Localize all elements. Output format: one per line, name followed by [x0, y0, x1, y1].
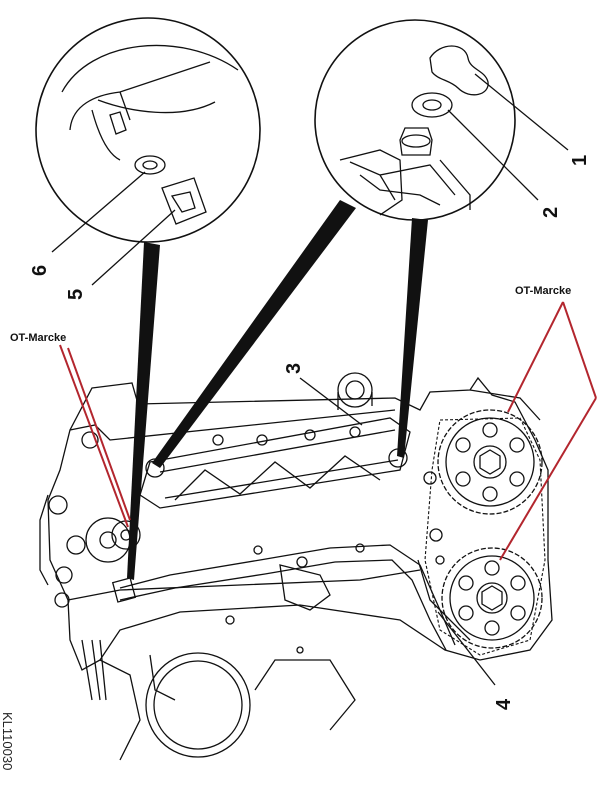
tdc-markers: [59, 301, 597, 561]
callout-1: 1: [569, 155, 591, 166]
detail-circle-left: [35, 17, 261, 243]
callout-6: 6: [29, 265, 51, 276]
detail-leader-wedges: [127, 200, 428, 580]
callout-2: 2: [540, 207, 562, 218]
exhaust-cam-sprocket: [441, 547, 543, 649]
engine-block: [39, 372, 553, 761]
detail-circle-right: [314, 19, 516, 221]
callout-5: 5: [65, 289, 87, 300]
callout-leaders: [51, 73, 569, 686]
chain-tensioner-rail: [111, 544, 456, 651]
callout-4: 4: [493, 698, 515, 710]
callout-3: 3: [283, 363, 305, 374]
tdc-label-left: OT-Marcke: [10, 332, 66, 344]
tdc-label-right: OT-Marcke: [515, 285, 571, 297]
document-id: KL110030: [0, 712, 15, 770]
intake-cam-sprocket: [437, 409, 543, 515]
